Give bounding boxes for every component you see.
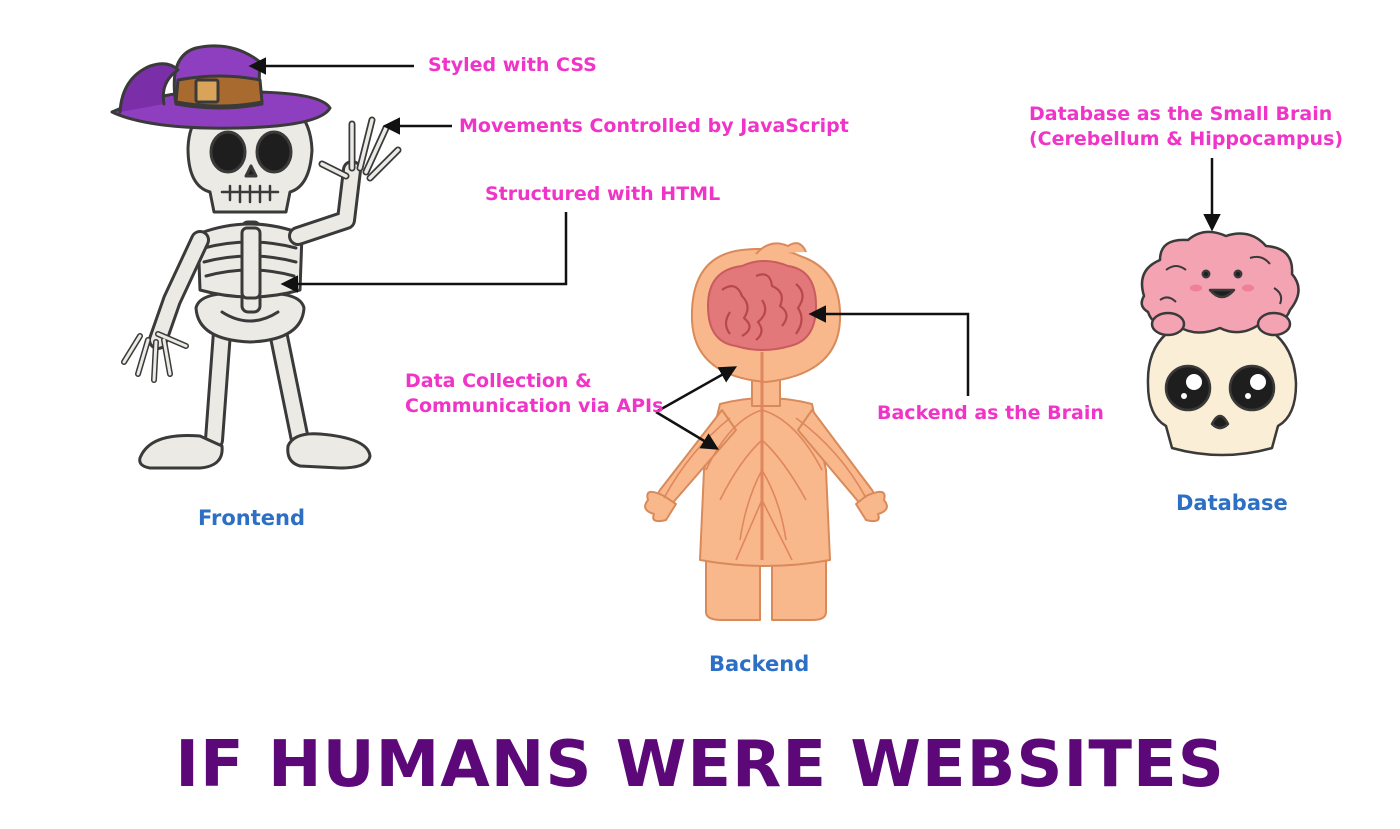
caption-backend: Backend	[709, 652, 810, 676]
caption-frontend: Frontend	[198, 506, 305, 530]
arrow-api-bottom	[655, 410, 720, 450]
label-movements-javascript: Movements Controlled by JavaScript	[459, 115, 849, 137]
skull-with-brain-illustration	[1140, 230, 1300, 457]
arrow-backend-brain	[808, 305, 970, 396]
label-database-small-brain: Database as the Small Brain	[1029, 103, 1333, 125]
skeleton-illustration	[110, 44, 402, 470]
arrow-html	[280, 212, 568, 293]
label-cerebellum-hippocampus: (Cerebellum & Hippocampus)	[1029, 128, 1344, 150]
label-backend-brain: Backend as the Brain	[877, 402, 1104, 424]
label-structured-with-html: Structured with HTML	[485, 183, 721, 205]
label-data-collection: Data Collection &	[405, 370, 592, 392]
label-styled-with-css: Styled with CSS	[428, 54, 597, 76]
arrows	[248, 57, 1221, 450]
page-title: IF HUMANS WERE WEBSITES	[175, 728, 1225, 802]
human-body-illustration	[644, 242, 888, 621]
caption-database: Database	[1176, 491, 1288, 515]
label-communication-apis: Communication via APIs	[405, 395, 664, 417]
arrow-api-top	[655, 366, 738, 414]
